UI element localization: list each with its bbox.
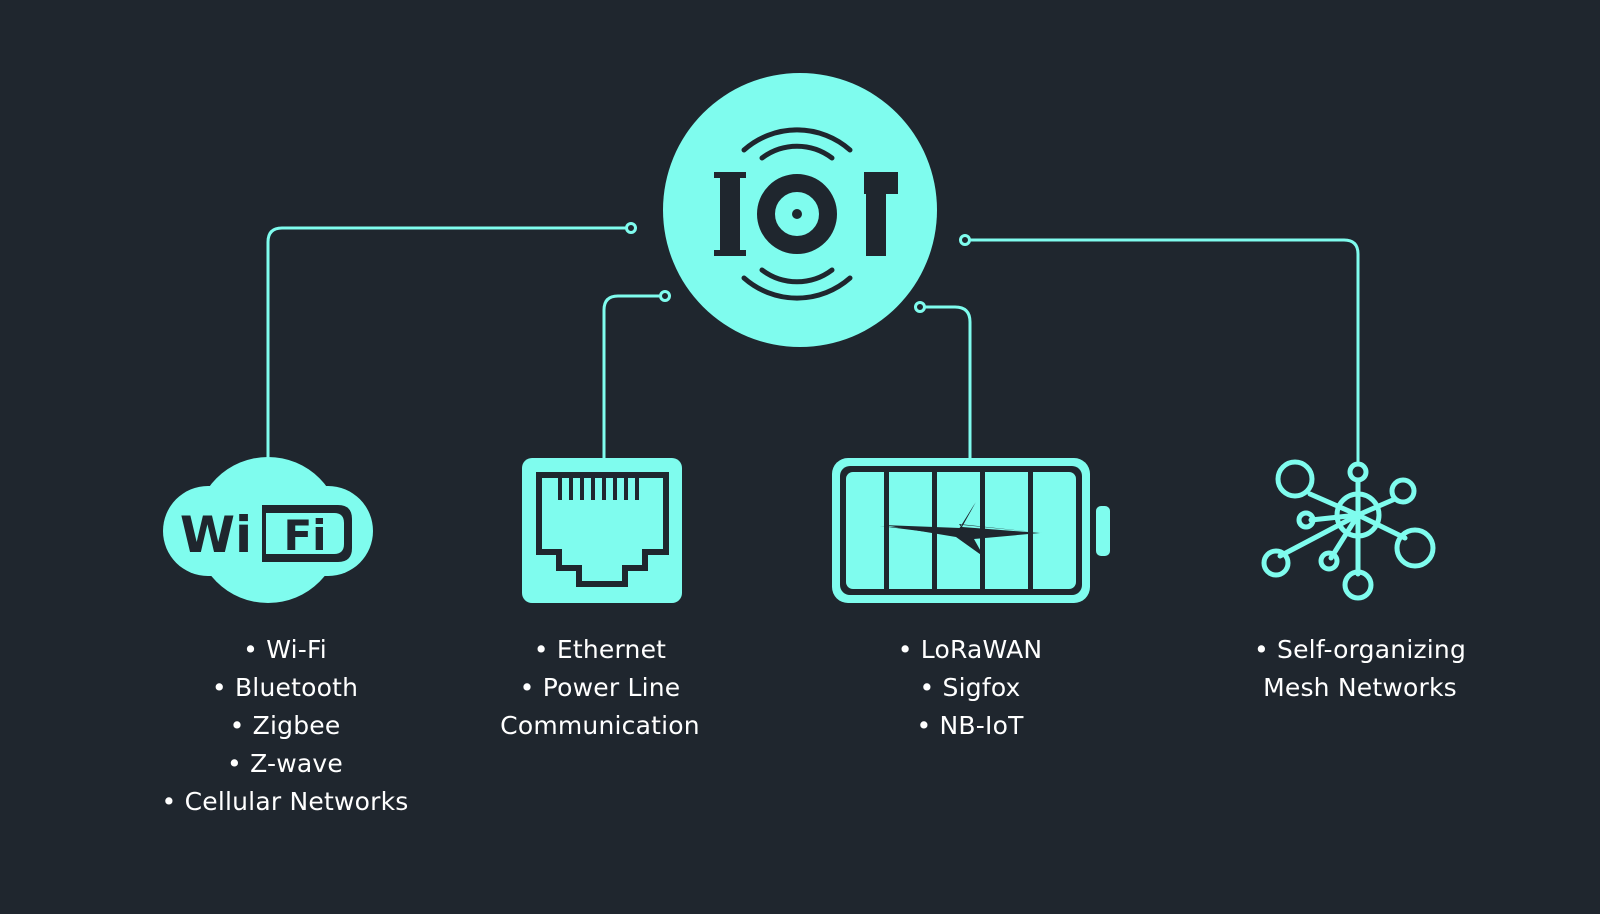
list-item: • Sigfox — [919, 673, 1021, 702]
list-item: Communication — [500, 711, 700, 740]
list-item: • Self-organizing — [1253, 635, 1467, 664]
list-item: • Bluetooth — [211, 673, 359, 702]
wifi-icon-label-left: Wi — [180, 506, 252, 564]
battery-icon — [832, 458, 1110, 603]
ethernet-port-icon — [522, 458, 682, 603]
wifi-protocol-list: • Wi-Fi • Bluetooth • Zigbee • Z-wave • … — [80, 631, 490, 821]
connector-battery — [924, 305, 972, 458]
connector-mesh — [968, 238, 1360, 462]
list-item: • Zigbee — [229, 711, 341, 740]
connector-endpoints — [625, 222, 971, 313]
list-item: • NB-IoT — [916, 711, 1024, 740]
lpwan-protocol-list: • LoRaWAN • Sigfox • NB-IoT — [790, 631, 1150, 745]
wired-protocol-list: • Ethernet • Power Line Communication — [440, 631, 760, 745]
list-item: • Z-wave — [227, 749, 343, 778]
iot-icon — [714, 127, 898, 301]
wifi-icon: Wi Fi — [163, 457, 373, 603]
mesh-protocol-list: • Self-organizing Mesh Networks — [1170, 631, 1550, 707]
connector-lines — [266, 226, 1360, 462]
connector-ethernet — [602, 294, 660, 458]
wifi-icon-label-right: Fi — [283, 511, 326, 560]
list-item: • LoRaWAN — [897, 635, 1043, 664]
list-item: • Power Line — [519, 673, 681, 702]
list-item: • Wi-Fi — [243, 635, 327, 664]
list-item: • Cellular Networks — [161, 787, 409, 816]
list-item: • Ethernet — [533, 635, 667, 664]
connector-wifi — [266, 226, 626, 458]
list-item: Mesh Networks — [1263, 673, 1457, 702]
mesh-network-icon — [1261, 459, 1436, 601]
iot-hub — [663, 73, 937, 347]
